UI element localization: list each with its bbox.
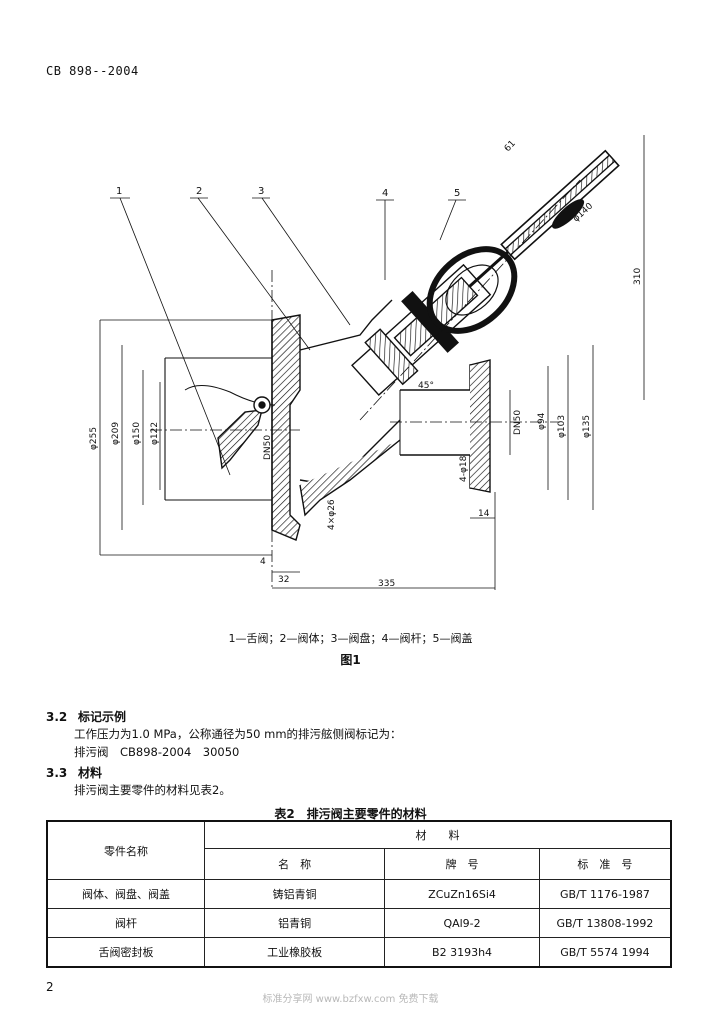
cell-grade: QAl9-2 <box>384 908 540 938</box>
leader-label-2: 2 <box>196 186 202 197</box>
dim-d94: φ94 <box>537 412 547 430</box>
section-title: 材料 <box>78 766 103 780</box>
valve-section-drawing: 1 2 3 4 5 φ255 φ209 φ150 φ122 DN50 DN50 … <box>89 135 645 590</box>
subheader-standard: 标 准 号 <box>538 848 672 880</box>
cell-grade: ZCuZn16Si4 <box>384 879 540 909</box>
materials-table: 零件名称 材 料 名 称 牌 号 标 准 号 阀体、阀盘、阀盖 铸铝青铜 ZCu… <box>46 820 672 968</box>
table-row: 阀杆 铝青铜 QAl9-2 GB/T 13808-1992 <box>46 908 672 938</box>
dim-l61: 61 <box>503 139 518 154</box>
left-flange <box>271 314 301 541</box>
dim-dn50-outlet: DN50 <box>513 410 523 435</box>
dim-h310: 310 <box>633 268 643 285</box>
dim-d103: φ103 <box>557 415 567 438</box>
section-3-3-line-1: 排污阀主要零件的材料见表2。 <box>74 783 231 797</box>
flap-valve <box>217 409 263 470</box>
header-material: 材 料 <box>203 820 672 849</box>
dim-32: 32 <box>278 575 289 585</box>
subheader-name: 名 称 <box>203 848 386 880</box>
section-3-2-line-1: 工作压力为1.0 MPa，公称通径为50 mm的排污舷侧阀标记为： <box>74 727 402 741</box>
section-3-2-heading: 3.2 标记示例 <box>46 708 126 725</box>
table-subheader-row: 名 称 牌 号 标 准 号 <box>47 848 672 880</box>
section-number: 3.2 <box>46 710 68 724</box>
leader-label-4: 4 <box>382 188 388 199</box>
leader-label-1: 1 <box>116 186 122 197</box>
cell-grade: B2 3193h4 <box>384 937 540 968</box>
cell-standard: GB/T 1176-1987 <box>538 879 672 909</box>
dim-4: 4 <box>260 557 266 567</box>
outlet-pipe <box>400 364 483 489</box>
dim-4d26: 4×φ26 <box>327 499 337 530</box>
cell-material-name: 铸铝青铜 <box>203 879 386 909</box>
leader-label-5: 5 <box>454 188 460 199</box>
table-row: 阀体、阀盘、阀盖 铸铝青铜 ZCuZn16Si4 GB/T 1176-1987 <box>46 879 672 909</box>
figure-caption: 1—舌阀；2—阀体；3—阀盘；4—阀杆；5—阀盖 <box>228 632 473 645</box>
watermark: 标准分享网 www.bzfxw.com 免费下载 <box>262 994 439 1005</box>
dim-d209: φ209 <box>111 422 121 445</box>
subheader-grade: 牌 号 <box>384 848 540 880</box>
section-3-2-line-2: 排污阀 CB898-2004 30050 <box>74 745 240 759</box>
cell-part: 阀杆 <box>46 908 205 938</box>
cell-material-name: 工业橡胶板 <box>203 937 386 968</box>
table-row: 舌阀密封板 工业橡胶板 B2 3193h4 GB/T 5574 1994 <box>46 937 672 968</box>
page-number: 2 <box>46 980 54 994</box>
cell-part: 阀体、阀盘、阀盖 <box>46 879 205 909</box>
cell-standard: GB/T 5574 1994 <box>538 937 672 968</box>
dim-d255: φ255 <box>89 427 99 450</box>
handwheel <box>500 149 620 261</box>
dim-d150: φ150 <box>132 422 142 445</box>
figure-title: 图1 <box>340 653 361 667</box>
section-number: 3.3 <box>46 766 68 780</box>
yoke <box>426 246 518 334</box>
cell-material-name: 铝青铜 <box>203 908 386 938</box>
dim-335: 335 <box>378 579 395 589</box>
cell-part: 舌阀密封板 <box>46 937 205 968</box>
dim-angle-45: 45° <box>418 381 434 391</box>
dim-d135: φ135 <box>582 415 592 438</box>
dim-4d18: 4-φ18 <box>459 455 469 482</box>
cell-standard: GB/T 13808-1992 <box>538 908 672 938</box>
leader-label-3: 3 <box>258 186 264 197</box>
header-part-name: 零件名称 <box>46 820 205 880</box>
dim-d122: φ122 <box>150 422 160 445</box>
section-title: 标记示例 <box>78 710 127 724</box>
table-title: 表2 排污阀主要零件的材料 <box>274 807 427 821</box>
table-header-row: 零件名称 材 料 <box>46 820 672 880</box>
standard-code: CB 898--2004 <box>46 64 139 78</box>
section-3-3-heading: 3.3 材料 <box>46 764 102 781</box>
dim-dn50-inlet: DN50 <box>263 435 273 460</box>
inlet-body <box>299 299 401 486</box>
dim-14: 14 <box>478 509 490 519</box>
